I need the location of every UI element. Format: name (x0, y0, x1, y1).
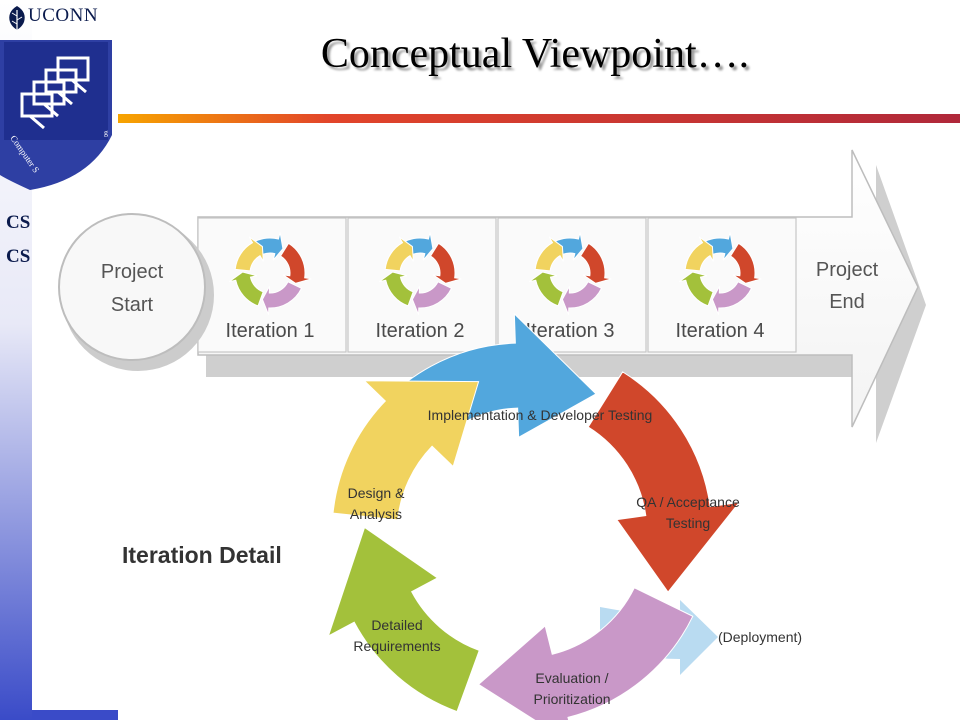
iteration-diagram: Iteration 1 Iteration 2 Iteration 3 Iterati… (40, 145, 960, 725)
mini-cycle-segment-2 (579, 242, 612, 284)
deployment-label: (Deployment) (718, 629, 802, 645)
course-code-line-1: CS (6, 212, 31, 233)
iteration-label: Iteration 1 (226, 320, 315, 342)
oak-leaf-icon (9, 6, 25, 30)
mini-cycle-segment-5 (684, 236, 714, 272)
phase-label-4: Requirements (353, 638, 440, 654)
org-name: UCONN (28, 5, 99, 26)
mini-cycle-segment-3 (711, 281, 753, 315)
phase-label-1: Implementation & Developer Testing (428, 407, 653, 423)
project-start: Project Start (58, 213, 214, 371)
phase-labels: Implementation & Developer Testing QA / A… (348, 407, 740, 707)
mini-cycle-segment-4 (228, 271, 264, 307)
uconn-wordmark (4, 4, 112, 32)
iteration-label: Iteration 2 (376, 320, 465, 342)
phase-label-4: Detailed (371, 617, 422, 633)
phase-label-5: Design & (348, 485, 405, 501)
phase-label-3: Prioritization (533, 691, 610, 707)
mini-cycle-icon (528, 232, 612, 315)
phase-label-2: Testing (666, 515, 710, 531)
mini-cycle-segment-4 (678, 271, 714, 307)
mini-cycle-segment-2 (279, 242, 312, 284)
iteration-label: Iteration 4 (676, 320, 765, 342)
department-logo: Computer S g (0, 40, 112, 190)
end-label-1: Project (816, 259, 879, 281)
iteration-box-1: Iteration 1 (197, 217, 347, 353)
end-label-2: End (829, 291, 865, 313)
mini-cycle-segment-5 (234, 236, 264, 272)
svg-text:g: g (104, 128, 108, 137)
cycle-segment-2 (587, 371, 741, 593)
start-label-2: Start (111, 294, 154, 316)
mini-cycle-icon (678, 232, 762, 315)
phase-label-3: Evaluation / (535, 670, 608, 686)
start-label-1: Project (101, 261, 164, 283)
mini-cycle-segment-3 (411, 281, 453, 315)
page-title: Conceptual Viewpoint…. (320, 31, 750, 77)
mini-cycle-segment-5 (384, 236, 414, 272)
mini-cycle-segment-4 (528, 271, 564, 307)
mini-cycle-segment-2 (429, 242, 462, 284)
mini-cycle-segment-3 (561, 281, 603, 315)
iteration-box-4: Iteration 4 (647, 217, 797, 353)
iteration-box-2: Iteration 2 (347, 217, 497, 353)
course-code-line-2: CS (6, 246, 31, 267)
mini-cycle-segment-2 (729, 242, 762, 284)
mini-cycle-segment-3 (261, 281, 303, 315)
cycle-segment-5 (332, 380, 480, 521)
phase-label-5: Analysis (350, 506, 402, 522)
diagram-svg: Iteration 1 Iteration 2 Iteration 3 Iterati… (58, 149, 926, 725)
mini-cycle-segment-4 (378, 271, 414, 307)
mini-cycle-segment-5 (534, 236, 564, 272)
cycle-segment-4 (327, 526, 480, 713)
mini-cycle-icon (378, 232, 462, 315)
mini-cycle-icon (228, 232, 312, 315)
iteration-label: Iteration 3 (526, 320, 615, 342)
iteration-cycle (327, 312, 741, 725)
iteration-detail-heading: Iteration Detail (122, 542, 282, 568)
phase-label-2: QA / Acceptance (636, 494, 740, 510)
cycle-segment-3 (477, 587, 694, 725)
title-underline (118, 110, 960, 123)
